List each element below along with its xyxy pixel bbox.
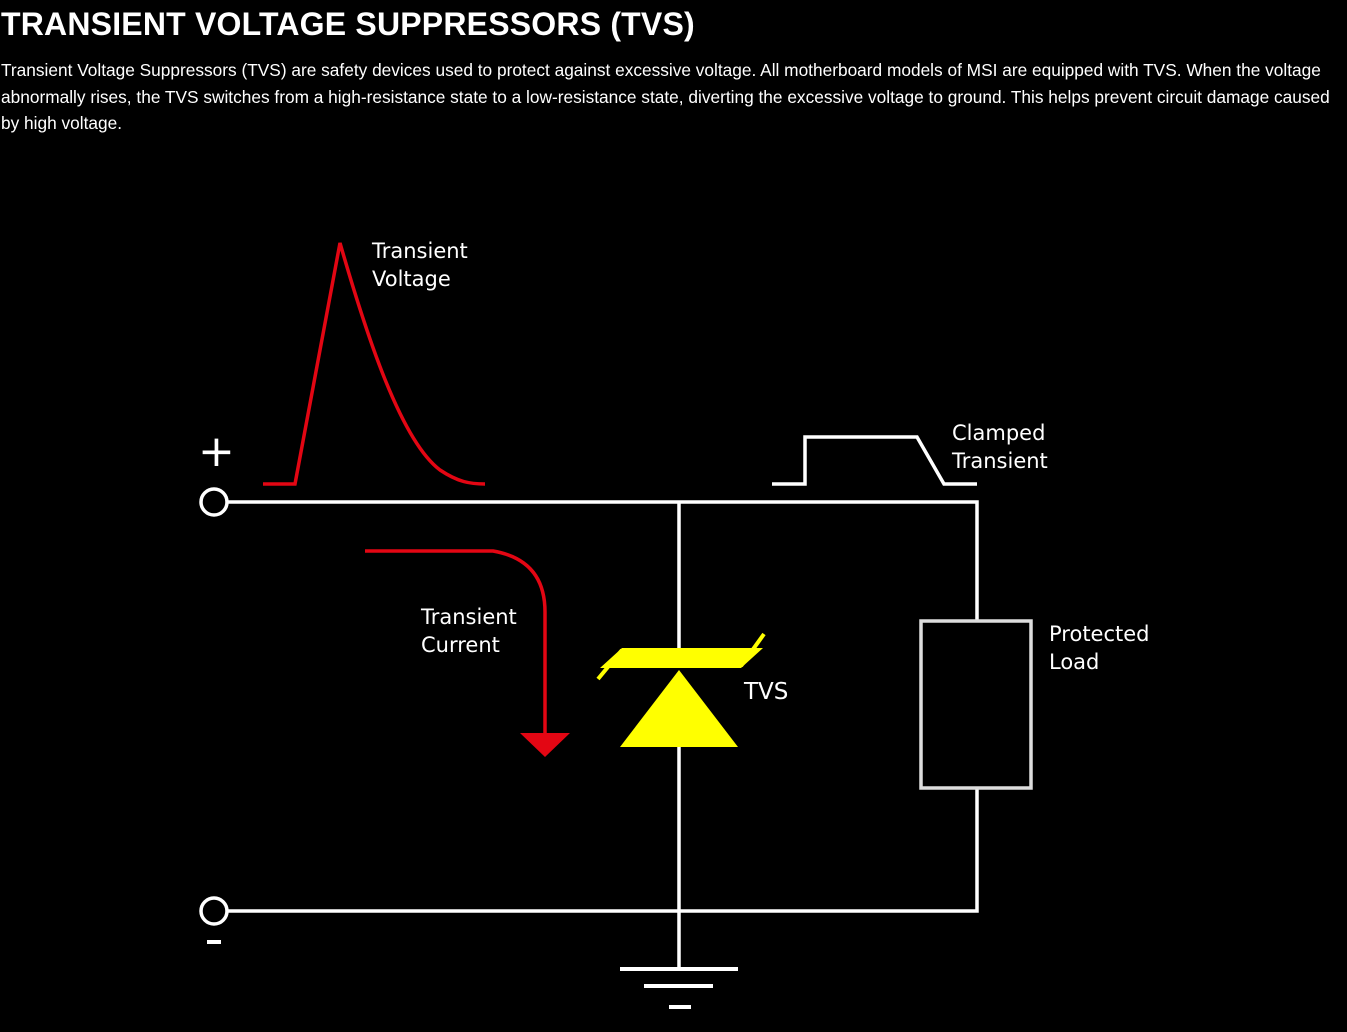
negative-sign bbox=[207, 940, 221, 944]
negative-terminal-icon bbox=[199, 896, 229, 926]
transient-voltage-waveform bbox=[263, 242, 486, 486]
clamped-transient-waveform bbox=[772, 435, 977, 486]
protected-load-label-line2: Load bbox=[1049, 650, 1099, 674]
tvs-cathode-wing-left bbox=[596, 648, 624, 681]
page-description: Transient Voltage Suppressors (TVS) are … bbox=[1, 60, 1330, 133]
transient-current-path bbox=[365, 549, 547, 735]
negative-terminal bbox=[199, 896, 229, 944]
bottom-wire bbox=[227, 788, 979, 913]
tvs-cathode-bar bbox=[600, 648, 763, 668]
transient-voltage-label-line1: Transient bbox=[371, 239, 468, 263]
clamped-transient-label-line1: Clamped bbox=[952, 421, 1045, 445]
resistor-load-icon bbox=[919, 619, 1033, 790]
transient-current-arrowhead bbox=[520, 733, 570, 757]
protected-load-label-line1: Protected bbox=[1049, 622, 1150, 646]
arrow-down-icon bbox=[365, 549, 570, 757]
top-wire bbox=[227, 500, 979, 620]
transient-current-label-line1: Transient bbox=[420, 605, 517, 629]
circuit-wires bbox=[227, 500, 979, 969]
page-title: TRANSIENT VOLTAGE SUPPRESSORS (TVS) bbox=[1, 6, 695, 42]
positive-terminal: + bbox=[198, 426, 235, 517]
transient-voltage-label-line2: Voltage bbox=[372, 267, 451, 291]
tvs-cathode-wing-right bbox=[739, 632, 766, 668]
clamped-transient-label-line2: Transient bbox=[951, 449, 1048, 473]
tvs-anode-triangle bbox=[620, 670, 738, 747]
positive-terminal-icon bbox=[199, 487, 229, 517]
ground-icon bbox=[620, 967, 738, 1009]
tvs-diode-icon bbox=[596, 632, 766, 747]
positive-sign: + bbox=[198, 426, 235, 477]
tvs-label: TVS bbox=[743, 679, 788, 705]
transient-current-label-line2: Current bbox=[421, 633, 500, 657]
